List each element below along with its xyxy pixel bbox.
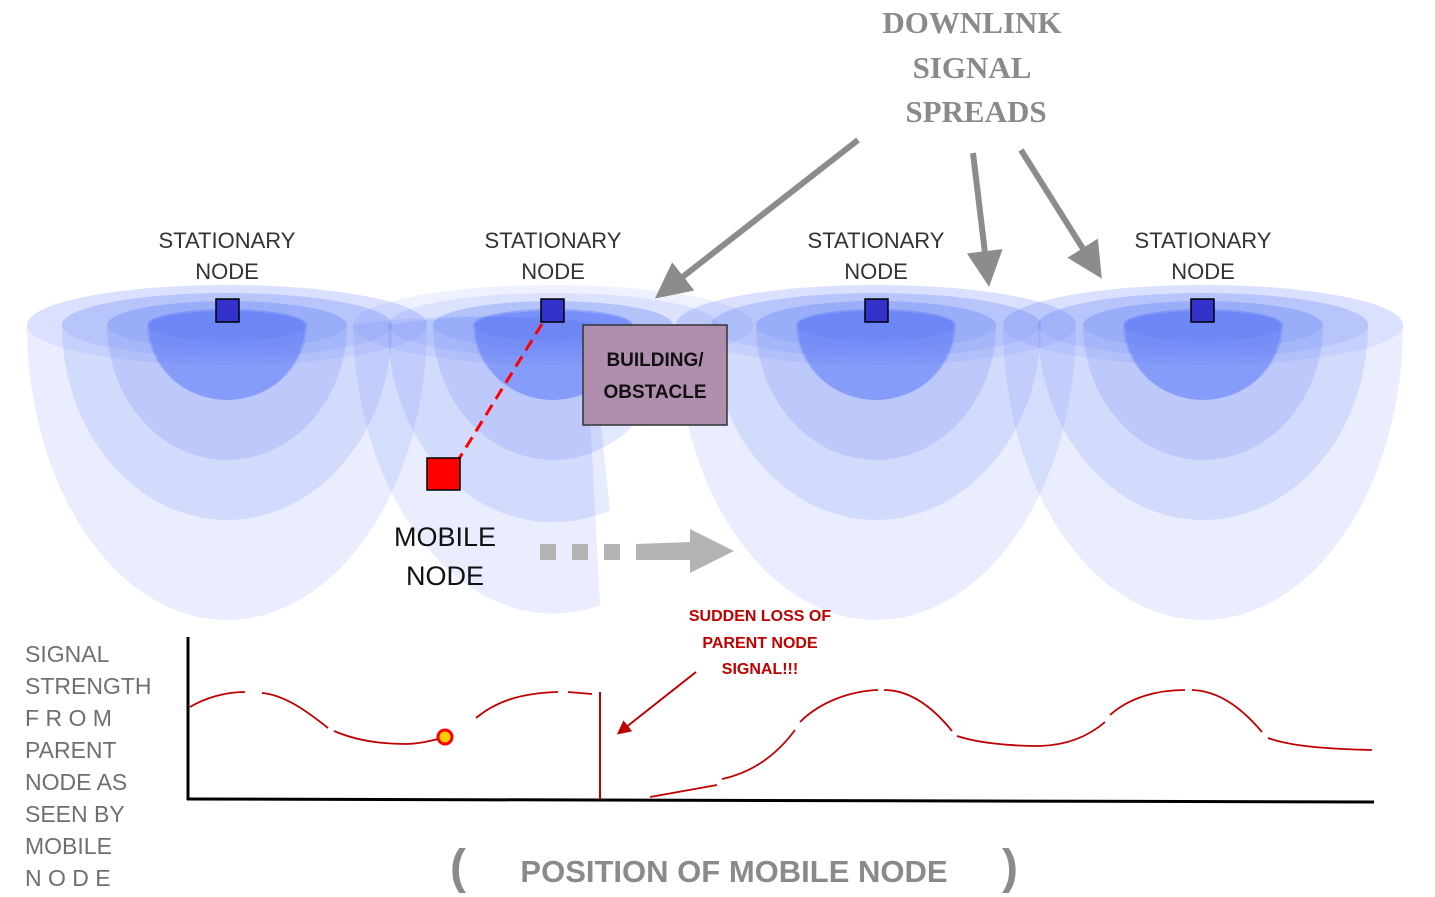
coverage-ring-cap bbox=[107, 301, 347, 349]
obstacle-label-line2: OBSTACLE bbox=[603, 382, 706, 403]
coverage-ring-cap bbox=[1083, 301, 1323, 349]
mobile-position-marker bbox=[436, 728, 454, 746]
mobile-node-label-line1: MOBILE bbox=[394, 522, 496, 552]
y-axis-label: SIGNAL STRENGTH F R O M PARENT NODE AS S… bbox=[25, 641, 152, 891]
coverage-ring-cap bbox=[756, 301, 996, 349]
coverage-core bbox=[149, 311, 305, 400]
coverage-ring-cap bbox=[62, 293, 392, 357]
node-3-label-line2: NODE bbox=[844, 259, 908, 284]
movement-arrow-head bbox=[636, 529, 734, 573]
coverage-ring bbox=[1003, 285, 1403, 620]
coverage-ring-cap bbox=[1123, 309, 1283, 341]
coverage-ring-cap bbox=[796, 309, 956, 341]
coverage-ring bbox=[353, 316, 600, 614]
mobile-link-dashed bbox=[455, 323, 544, 463]
node-marker bbox=[1190, 298, 1215, 323]
node-4-label-line1: STATIONARY bbox=[1135, 228, 1272, 253]
obstacle-label-line1: BUILDING/ bbox=[606, 350, 704, 371]
y-axis-label-line: PARENT bbox=[25, 737, 117, 763]
x-axis-close-paren: ) bbox=[1002, 841, 1018, 894]
node-marker bbox=[215, 298, 240, 323]
loss-callout-line2: PARENT NODE bbox=[702, 635, 818, 652]
node-2-label-line2: NODE bbox=[521, 259, 585, 284]
coverage-ring bbox=[107, 301, 347, 460]
stationary-node-1 bbox=[215, 298, 240, 323]
coverage-core bbox=[798, 311, 954, 400]
stationary-node-3 bbox=[864, 298, 889, 323]
downlink-arrow-to-node-2 bbox=[654, 137, 860, 299]
coverage-core bbox=[1125, 311, 1281, 400]
downlink-arrow-to-node-4 bbox=[1018, 148, 1102, 279]
movement-arrow bbox=[540, 529, 734, 573]
coverage-ring bbox=[27, 285, 427, 620]
coverage-ring-cap bbox=[27, 285, 427, 365]
coverage-ring-cap bbox=[711, 293, 1041, 357]
node-marker bbox=[864, 298, 889, 323]
coverage-ring bbox=[756, 301, 996, 460]
downlink-callout-line1: DOWNLINK bbox=[882, 5, 1061, 40]
signal-curve-segment-1 bbox=[189, 691, 593, 745]
coverage-ring bbox=[62, 293, 392, 520]
coverage-ring bbox=[796, 309, 956, 400]
y-axis-label-line: NODE AS bbox=[25, 769, 127, 795]
building-obstacle: BUILDING/ OBSTACLE bbox=[582, 324, 728, 426]
movement-dash bbox=[604, 544, 620, 560]
graph-x-axis bbox=[186, 797, 1375, 804]
y-axis-label-line: F R O M bbox=[25, 705, 112, 731]
y-axis-label-line: MOBILE bbox=[25, 833, 112, 859]
stationary-node-2 bbox=[540, 298, 565, 323]
coverage-ring-cap bbox=[147, 309, 307, 341]
node-3-label-line1: STATIONARY bbox=[808, 228, 945, 253]
mobile-node-label-line2: NODE bbox=[406, 561, 484, 591]
loss-callout-arrow bbox=[616, 671, 697, 735]
mobile-node-marker bbox=[426, 457, 461, 491]
y-axis-label-line: N O D E bbox=[25, 865, 111, 891]
coverage-ring bbox=[147, 309, 307, 400]
node-2-label-line1: STATIONARY bbox=[485, 228, 622, 253]
coverage-ring bbox=[1083, 301, 1323, 460]
coverage-ring bbox=[1123, 309, 1283, 400]
signal-graph bbox=[186, 637, 1375, 804]
coverage-ring bbox=[1038, 293, 1368, 520]
y-axis-label-line: STRENGTH bbox=[25, 673, 152, 699]
coverage-ring bbox=[711, 293, 1041, 520]
downlink-arrow-to-node-3 bbox=[966, 152, 1003, 287]
coverage-ring bbox=[676, 285, 1076, 620]
coverage-ring-cap bbox=[1003, 285, 1403, 365]
movement-dash bbox=[572, 544, 588, 560]
coverage-ring-cap bbox=[676, 285, 1076, 365]
loss-callout-line3: SIGNAL!!! bbox=[722, 661, 798, 678]
y-axis-label-line: SEEN BY bbox=[25, 801, 125, 827]
node-marker bbox=[540, 298, 565, 323]
downlink-callout-line3: SPREADS bbox=[905, 94, 1046, 129]
loss-callout-line1: SUDDEN LOSS OF bbox=[689, 608, 831, 625]
node-4-label-line2: NODE bbox=[1171, 259, 1235, 284]
x-axis-label: ( POSITION OF MOBILE NODE ) bbox=[450, 841, 1018, 894]
movement-dash bbox=[540, 544, 556, 560]
downlink-callout-line2: SIGNAL bbox=[913, 50, 1032, 85]
y-axis-label-line: SIGNAL bbox=[25, 641, 110, 667]
coverage-ring-cap bbox=[1038, 293, 1368, 357]
node-1-label-line1: STATIONARY bbox=[159, 228, 296, 253]
obstacle-box bbox=[582, 324, 728, 426]
downlink-arrows bbox=[654, 137, 1102, 299]
node-1-label-line2: NODE bbox=[195, 259, 259, 284]
signal-curve-segment-2 bbox=[649, 689, 1373, 798]
stationary-node-4 bbox=[1190, 298, 1215, 323]
x-axis-label-text: POSITION OF MOBILE NODE bbox=[520, 854, 947, 889]
x-axis-open-paren: ( bbox=[450, 841, 466, 894]
